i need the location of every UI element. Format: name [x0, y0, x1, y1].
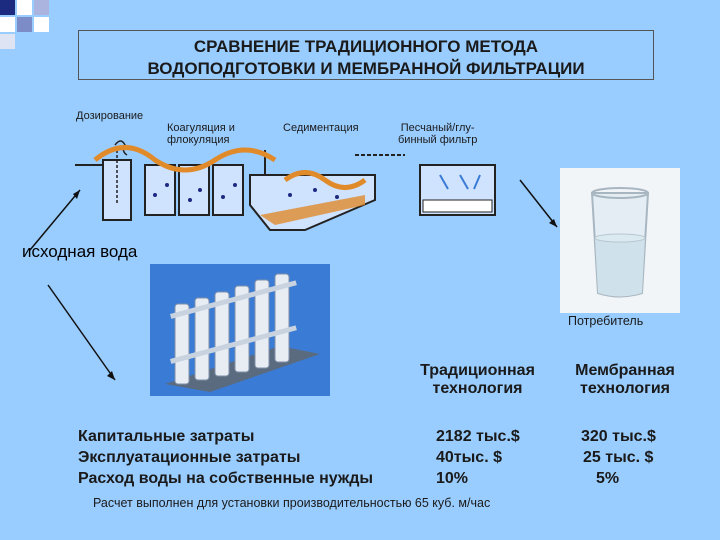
table-row: Капитальные затраты 2182 тыс.$ 320 тыс.$	[78, 428, 656, 445]
comparison-table: Капитальные затраты 2182 тыс.$ 320 тыс.$…	[78, 428, 698, 491]
arrow-to-membrane	[47, 284, 116, 381]
treatment-process-diagram	[75, 140, 496, 231]
coagulation-tank-2	[178, 164, 210, 216]
arrow-lines	[29, 189, 116, 381]
label-filter: Песчаный/глу- бинный фильтр	[398, 122, 478, 146]
title-line-1: СРАВНЕНИЕ ТРАДИЦИОННОГО МЕТОДА	[193, 37, 539, 56]
glass-icon	[590, 187, 650, 298]
label-dosing: Дозирование	[76, 110, 144, 122]
water-glass-image	[560, 168, 680, 313]
column-header-membrane: Мембранная технология	[575, 362, 675, 397]
column-header-traditional: Традиционная технология	[420, 362, 535, 397]
membrane-unit-image	[150, 264, 330, 396]
source-water-label: исходная вода	[22, 242, 138, 261]
coagulation-tank-3	[212, 164, 244, 216]
table-row: Эксплуатационные затраты 40тыс. $ 25 тыс…	[78, 449, 654, 466]
consumer-label: Потребитель	[568, 314, 644, 328]
table-row: Расход воды на собственные нужды 10% 5%	[78, 470, 620, 487]
label-coagulation: Коагуляция и флокуляция	[167, 122, 235, 146]
label-sedimentation: Седиментация	[283, 122, 359, 134]
footnote: Расчет выполнен для установки производит…	[93, 496, 491, 510]
page-title: СРАВНЕНИЕ ТРАДИЦИОННОГО МЕТОДА ВОДОПОДГО…	[78, 30, 654, 80]
coagulation-tank-1	[144, 164, 176, 216]
arrow-to-consumer	[519, 179, 558, 228]
membrane-modules-icon	[165, 273, 320, 392]
title-line-2: ВОДОПОДГОТОВКИ И МЕМБРАННОЙ ФИЛЬТРАЦИИ	[147, 59, 585, 78]
arrow-to-process	[29, 189, 81, 251]
flow-line	[93, 145, 277, 173]
